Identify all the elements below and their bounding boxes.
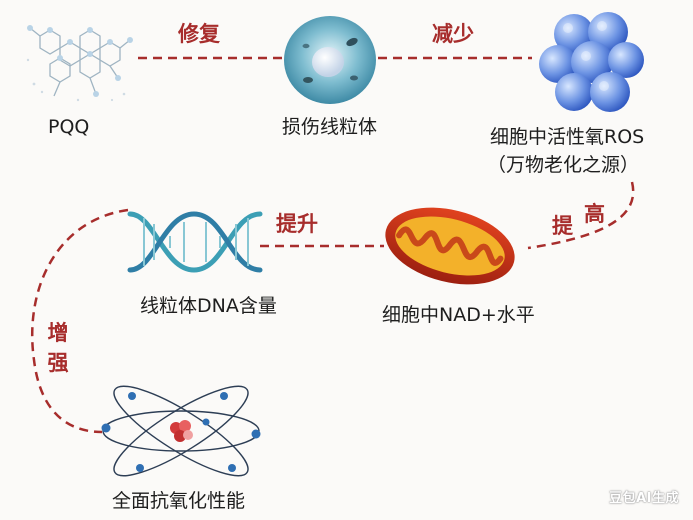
edge-raise-label-2: 高 — [584, 202, 605, 226]
watermark: 豆包AI生成 — [609, 491, 679, 506]
connector-enhance — [30, 208, 129, 434]
node-antioxidant-label: 全面抗氧化性能 — [112, 490, 246, 512]
node-nad-label: 细胞中NAD+水平 — [382, 304, 535, 326]
edge-enhance-char-2: 强 — [47, 351, 69, 376]
molecule-structure-icon — [26, 25, 133, 102]
node-ros-label: 细胞中活性氧ROS — [490, 126, 645, 148]
edge-lift-label: 提升 — [276, 212, 318, 236]
edge-enhance-label: 增 强 — [46, 318, 70, 379]
node-ros-note: （万物老化之源） — [487, 154, 640, 176]
connector-raise — [527, 181, 635, 250]
cell-cluster-icon — [539, 12, 644, 112]
cell-icon — [284, 16, 376, 104]
edge-raise-label-1: 提 — [552, 214, 573, 238]
node-pqq-label: PQQ — [48, 116, 90, 138]
dna-helix-icon — [127, 211, 263, 273]
mitochondria-icon — [385, 207, 515, 285]
edge-reduce-label: 减少 — [432, 22, 474, 46]
node-dna-label: 线粒体DNA含量 — [140, 295, 277, 317]
atom-icon — [101, 385, 261, 477]
edge-enhance-char-1: 增 — [47, 321, 69, 345]
node-damaged-mito-label: 损伤线粒体 — [282, 116, 378, 138]
edge-repair-label: 修复 — [178, 22, 220, 46]
